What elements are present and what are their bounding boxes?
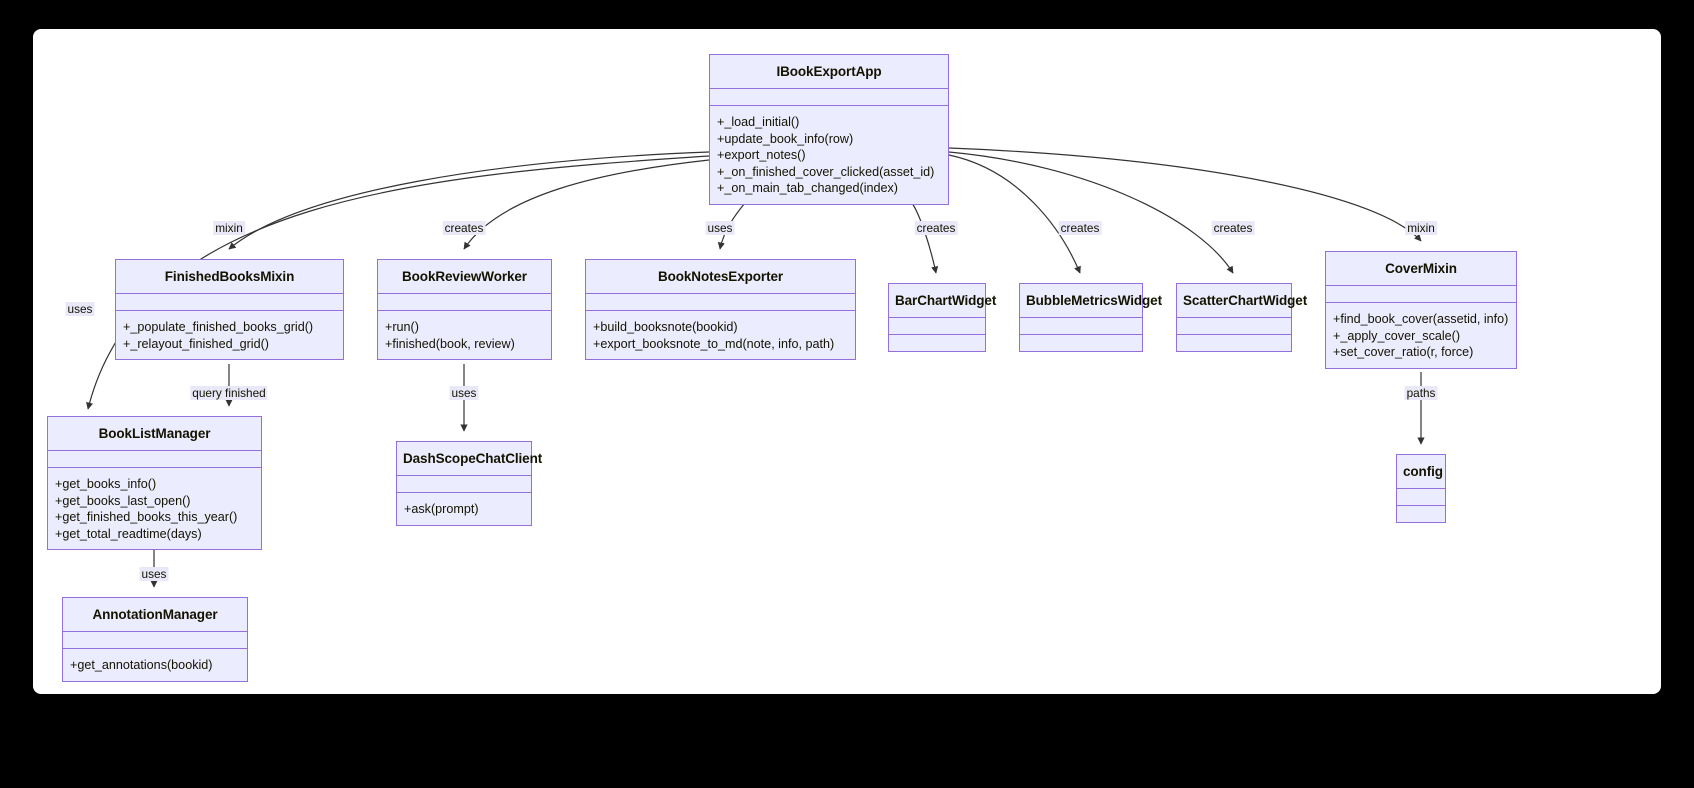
uml-method-row: +export_booksnote_to_md(note, info, path…: [593, 336, 835, 351]
uml-attributes-compartment: [710, 89, 948, 106]
uml-class-title: BookListManager: [48, 417, 261, 451]
uml-method-row: +_apply_cover_scale(): [1333, 328, 1461, 343]
edge-label-query-finished: query finished: [190, 386, 268, 400]
uml-attributes-compartment: [586, 294, 855, 311]
uml-class-title: ScatterChartWidget: [1177, 284, 1307, 318]
uml-attributes-compartment: [889, 318, 985, 335]
uml-class-annotationmanager[interactable]: AnnotationManager +get_annotations(bookid…: [62, 597, 248, 682]
uml-method-row: +_relayout_finished_grid(): [123, 336, 269, 351]
uml-method-row: +set_cover_ratio(r, force): [1333, 345, 1474, 360]
uml-class-bookreviewworker[interactable]: BookReviewWorker +run() +finished(book, re…: [377, 259, 552, 361]
uml-methods-compartment: +_populate_finished_books_grid() +_relayo…: [116, 311, 343, 359]
uml-method-row: +find_book_cover(assetid, info): [1333, 312, 1509, 326]
uml-methods-compartment: +run() +finished(book, review): [378, 311, 551, 359]
uml-methods-compartment: +get_books_info() +get_books_last_open() +…: [48, 468, 261, 549]
uml-methods-compartment: [1397, 506, 1445, 522]
uml-class-title: config: [1397, 455, 1445, 489]
uml-method-row: +get_total_readtime(days): [55, 526, 202, 541]
uml-class-finishedbooksmixin[interactable]: FinishedBooksMixin +_populate_finished_bo…: [115, 259, 344, 361]
uml-class-title: BookReviewWorker: [378, 260, 551, 294]
uml-attributes-compartment: [48, 451, 261, 468]
uml-attributes-compartment: [378, 294, 551, 311]
uml-attributes-compartment: [63, 632, 247, 649]
uml-method-row: +_on_main_tab_changed(index): [717, 181, 898, 196]
edge-label-uses-dashscope: uses: [449, 386, 479, 400]
uml-method-row: +get_finished_books_this_year(): [55, 510, 238, 525]
uml-methods-compartment: [1020, 335, 1142, 351]
uml-methods-compartment: +find_book_cover(assetid, info) +_apply_c…: [1326, 303, 1516, 368]
uml-attributes-compartment: [116, 294, 343, 311]
uml-class-ibookexportapp[interactable]: IBookExportApp +_load_initial() +update_bo…: [709, 54, 949, 205]
edge-label-uses-annotation: uses: [139, 567, 169, 581]
uml-method-row: +export_notes(): [717, 148, 806, 163]
uml-method-row: +get_books_info(): [55, 477, 157, 491]
uml-methods-compartment: [889, 335, 985, 351]
uml-class-booklistmanager[interactable]: BookListManager+get_books_info()+get_boo…: [47, 416, 262, 551]
uml-class-title: FinishedBooksMixin: [116, 260, 343, 294]
uml-class-bubblemetricswidget[interactable]: BubbleMetricsWidget: [1019, 283, 1162, 352]
uml-methods-compartment: +ask(prompt): [397, 493, 531, 525]
edge-label-mixin-cover: mixin: [1405, 221, 1437, 235]
uml-attributes-compartment: [397, 476, 531, 493]
uml-class-title: BookNotesExporter: [586, 260, 855, 294]
uml-class-booknotesexporter[interactable]: BookNotesExporter +build_booksnote(bookid…: [585, 259, 856, 361]
uml-method-row: +build_booksnote(bookid): [593, 320, 738, 334]
uml-class-title: CoverMixin: [1326, 252, 1516, 286]
uml-method-row: +get_annotations(bookid): [70, 658, 213, 672]
uml-method-row: +_on_finished_cover_clicked(asset_id): [717, 164, 935, 179]
uml-method-row: +update_book_info(row): [717, 131, 854, 146]
uml-attributes-compartment: [1177, 318, 1291, 335]
uml-class-title: DashScopeChatClient: [397, 442, 542, 476]
uml-class-scatterchartwidget[interactable]: ScatterChartWidget: [1176, 283, 1307, 352]
edge-label-paths-config: paths: [1404, 386, 1438, 400]
uml-methods-compartment: +build_booksnote(bookid) +export_booksnot…: [586, 311, 855, 359]
edge-label-creates-scatter: creates: [1211, 221, 1255, 235]
uml-method-row: +get_books_last_open(): [55, 493, 191, 508]
uml-methods-compartment: [1177, 335, 1291, 351]
uml-method-row: +ask(prompt): [404, 502, 479, 516]
uml-methods-compartment: +get_annotations(bookid): [63, 649, 247, 681]
edge-label-uses-booklist: uses: [65, 302, 95, 316]
uml-class-title: BubbleMetricsWidget: [1020, 284, 1162, 318]
uml-class-covermixin[interactable]: CoverMixin +find_book_cover(assetid, info…: [1325, 251, 1517, 369]
uml-class-dashscopechatclient[interactable]: DashScopeChatClient +ask(prompt): [396, 441, 542, 526]
uml-class-title: AnnotationManager: [63, 598, 247, 632]
uml-class-title: IBookExportApp: [710, 55, 948, 89]
uml-method-row: +_load_initial(): [717, 115, 800, 129]
uml-attributes-compartment: [1326, 286, 1516, 303]
uml-class-title: BarChartWidget: [889, 284, 996, 318]
edge-label-uses-notes: uses: [705, 221, 735, 235]
uml-class-config[interactable]: config: [1396, 454, 1446, 523]
uml-method-row: +finished(book, review): [385, 336, 515, 351]
uml-attributes-compartment: [1397, 489, 1445, 506]
uml-attributes-compartment: [1020, 318, 1142, 335]
uml-method-row: +run(): [385, 320, 419, 334]
uml-method-row: +_populate_finished_books_grid(): [123, 320, 314, 334]
edge-label-mixin-finished: mixin: [213, 221, 245, 235]
uml-class-barchartwidget[interactable]: BarChartWidget: [888, 283, 996, 352]
edge-label-creates-bar: creates: [914, 221, 958, 235]
edge-label-creates-bubble: creates: [1058, 221, 1102, 235]
edge-label-creates-review: creates: [442, 221, 486, 235]
uml-methods-compartment: +_load_initial() +update_book_info(row) +e…: [710, 106, 948, 204]
